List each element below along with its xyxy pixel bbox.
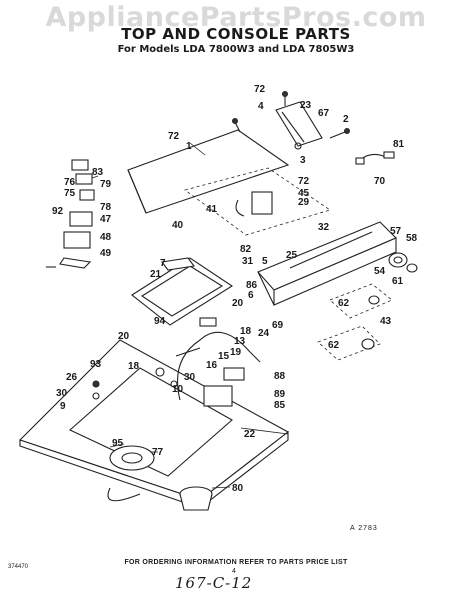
callout-labels: 72 4 23 67 2 3 81 70 72 1 83 76 79 75 78… (52, 84, 418, 494)
lid-frame-part (131, 257, 234, 326)
callout-label: 77 (152, 447, 164, 458)
callout-label: 30 (56, 388, 68, 399)
callout-label: 20 (118, 331, 130, 342)
callout-label: 78 (100, 202, 112, 213)
watermark: AppliancePartsPros.com (45, 2, 427, 33)
callout-label: 20 (232, 298, 244, 309)
callout-label: 19 (230, 347, 242, 358)
drawing-reference-code: A 2783 (350, 525, 378, 532)
leader-lines (109, 427, 289, 489)
callout-label: 2 (343, 114, 349, 125)
callout-label: 25 (286, 250, 298, 261)
wire-connector-part (355, 151, 395, 165)
callout-label: 9 (60, 401, 66, 412)
callout-label: 95 (112, 438, 124, 449)
callout-label: 3 (300, 155, 306, 166)
callout-label: 40 (172, 220, 184, 231)
callout-label: 47 (100, 214, 112, 225)
callout-label: 92 (52, 206, 64, 217)
page-number: 4 (232, 568, 236, 575)
callout-label: 70 (374, 176, 386, 187)
callout-label: 16 (206, 360, 218, 371)
callout-label: 22 (244, 429, 256, 440)
callout-label: 57 (390, 226, 402, 237)
screw-parts-top (232, 91, 350, 139)
callout-label: 30 (184, 372, 196, 383)
knob-detail-boxes (317, 283, 393, 361)
callout-label: 41 (206, 204, 218, 215)
callout-label: 45 (298, 188, 310, 199)
timer-part (235, 191, 273, 217)
callout-label: 1 (186, 141, 192, 152)
callout-label: 94 (154, 316, 166, 327)
callout-label: 21 (150, 269, 162, 280)
callout-label: 62 (338, 298, 350, 309)
callout-label: 86 (246, 280, 258, 291)
callout-label: 89 (274, 389, 286, 400)
callout-label: 88 (274, 371, 286, 382)
small-hardware-parts (92, 317, 217, 400)
callout-label: 49 (100, 248, 112, 259)
callout-label: 72 (168, 131, 180, 142)
callout-label: 29 (298, 197, 310, 208)
wire-harness (107, 331, 251, 502)
callout-label: 72 (254, 84, 266, 95)
bleach-cup-part (179, 486, 213, 511)
callout-label: 83 (92, 167, 104, 178)
callout-label: 4 (258, 101, 264, 112)
callout-label: 79 (100, 179, 112, 190)
callout-label: 80 (232, 483, 244, 494)
callout-label: 62 (328, 340, 340, 351)
callout-label: 82 (240, 244, 252, 255)
callout-label: 58 (406, 233, 418, 244)
callout-label: 76 (64, 177, 76, 188)
lid-hinge-part (275, 101, 323, 150)
callout-label: 26 (66, 372, 78, 383)
diagram-title: TOP AND CONSOLE PARTS (121, 25, 351, 43)
callout-label: 69 (272, 320, 284, 331)
callout-label: 72 (298, 176, 310, 187)
callout-label: 18 (240, 326, 252, 337)
callout-label: 24 (258, 328, 270, 339)
callout-label: 54 (374, 266, 386, 277)
lid-switch-parts (203, 351, 261, 407)
callout-label: 15 (218, 351, 230, 362)
callout-label: 31 (242, 256, 254, 267)
callout-label: 85 (274, 400, 286, 411)
diagram-subtitle: For Models LDA 7800W3 and LDA 7805W3 (117, 44, 355, 55)
callout-label: 32 (318, 222, 330, 233)
knob-parts (388, 252, 418, 273)
callout-label: 7 (160, 258, 166, 269)
callout-label: 48 (100, 232, 112, 243)
callout-label: 18 (128, 361, 140, 372)
cabinet-top-part (18, 339, 290, 510)
callout-label: 75 (64, 188, 76, 199)
console-housing-part (257, 221, 397, 306)
callout-label: 81 (393, 139, 405, 150)
callout-label: 10 (172, 384, 184, 395)
callout-label: 23 (300, 100, 312, 111)
callout-label: 5 (262, 256, 268, 267)
callout-label: 13 (234, 336, 246, 347)
switch-cluster-parts (59, 159, 99, 269)
handwritten-code: 167-C-12 (175, 574, 253, 592)
callout-label: 67 (318, 108, 330, 119)
side-reference-code: 374470 (8, 564, 29, 570)
callout-label: 93 (90, 359, 102, 370)
ordering-info-note: FOR ORDERING INFORMATION REFER TO PARTS … (124, 559, 348, 566)
callout-label: 43 (380, 316, 392, 327)
top-panel-part (127, 129, 290, 214)
callout-label: 61 (392, 276, 404, 287)
callout-label: 6 (248, 290, 254, 301)
